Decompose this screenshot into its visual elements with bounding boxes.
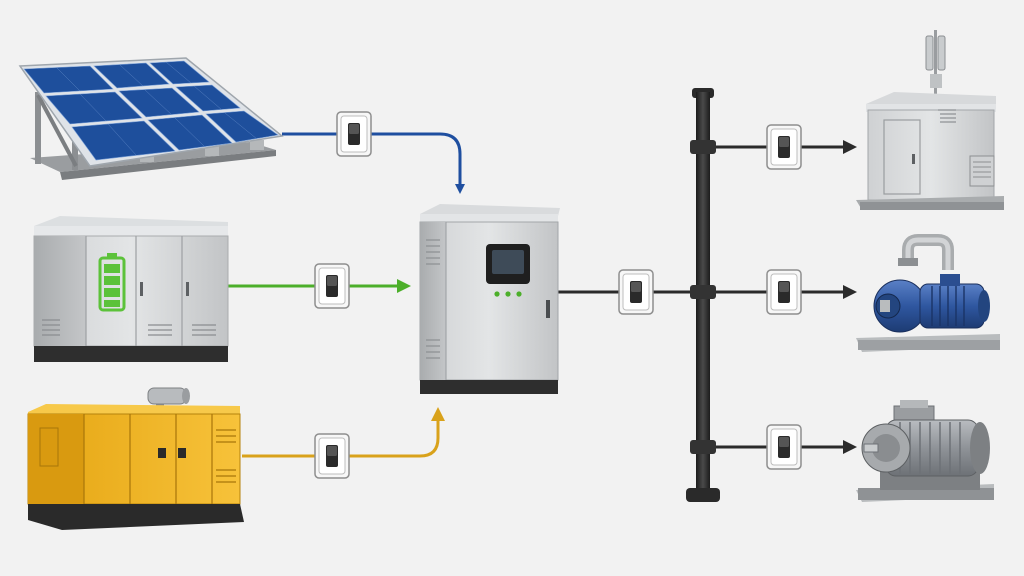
switch-telecom-icon[interactable] xyxy=(766,124,802,170)
switch-motor-icon[interactable] xyxy=(766,424,802,470)
busbar-icon xyxy=(686,88,720,502)
water-pump-icon xyxy=(856,234,1000,352)
generator-icon xyxy=(27,387,244,530)
electric-motor-icon xyxy=(856,400,994,502)
switch-solar-icon[interactable] xyxy=(336,111,372,157)
control-panel-icon xyxy=(419,204,560,394)
switch-pump-icon[interactable] xyxy=(766,269,802,315)
switch-cabinet-output-icon[interactable] xyxy=(618,269,654,315)
switch-generator-icon[interactable] xyxy=(314,433,350,479)
solar-to-cabinet-line xyxy=(282,132,465,194)
battery-icon xyxy=(33,216,229,362)
telecom-shelter-icon xyxy=(856,30,1004,210)
switch-battery-icon[interactable] xyxy=(314,263,350,309)
solar-panel-icon xyxy=(18,57,284,180)
generator-to-cabinet-line xyxy=(242,407,445,458)
